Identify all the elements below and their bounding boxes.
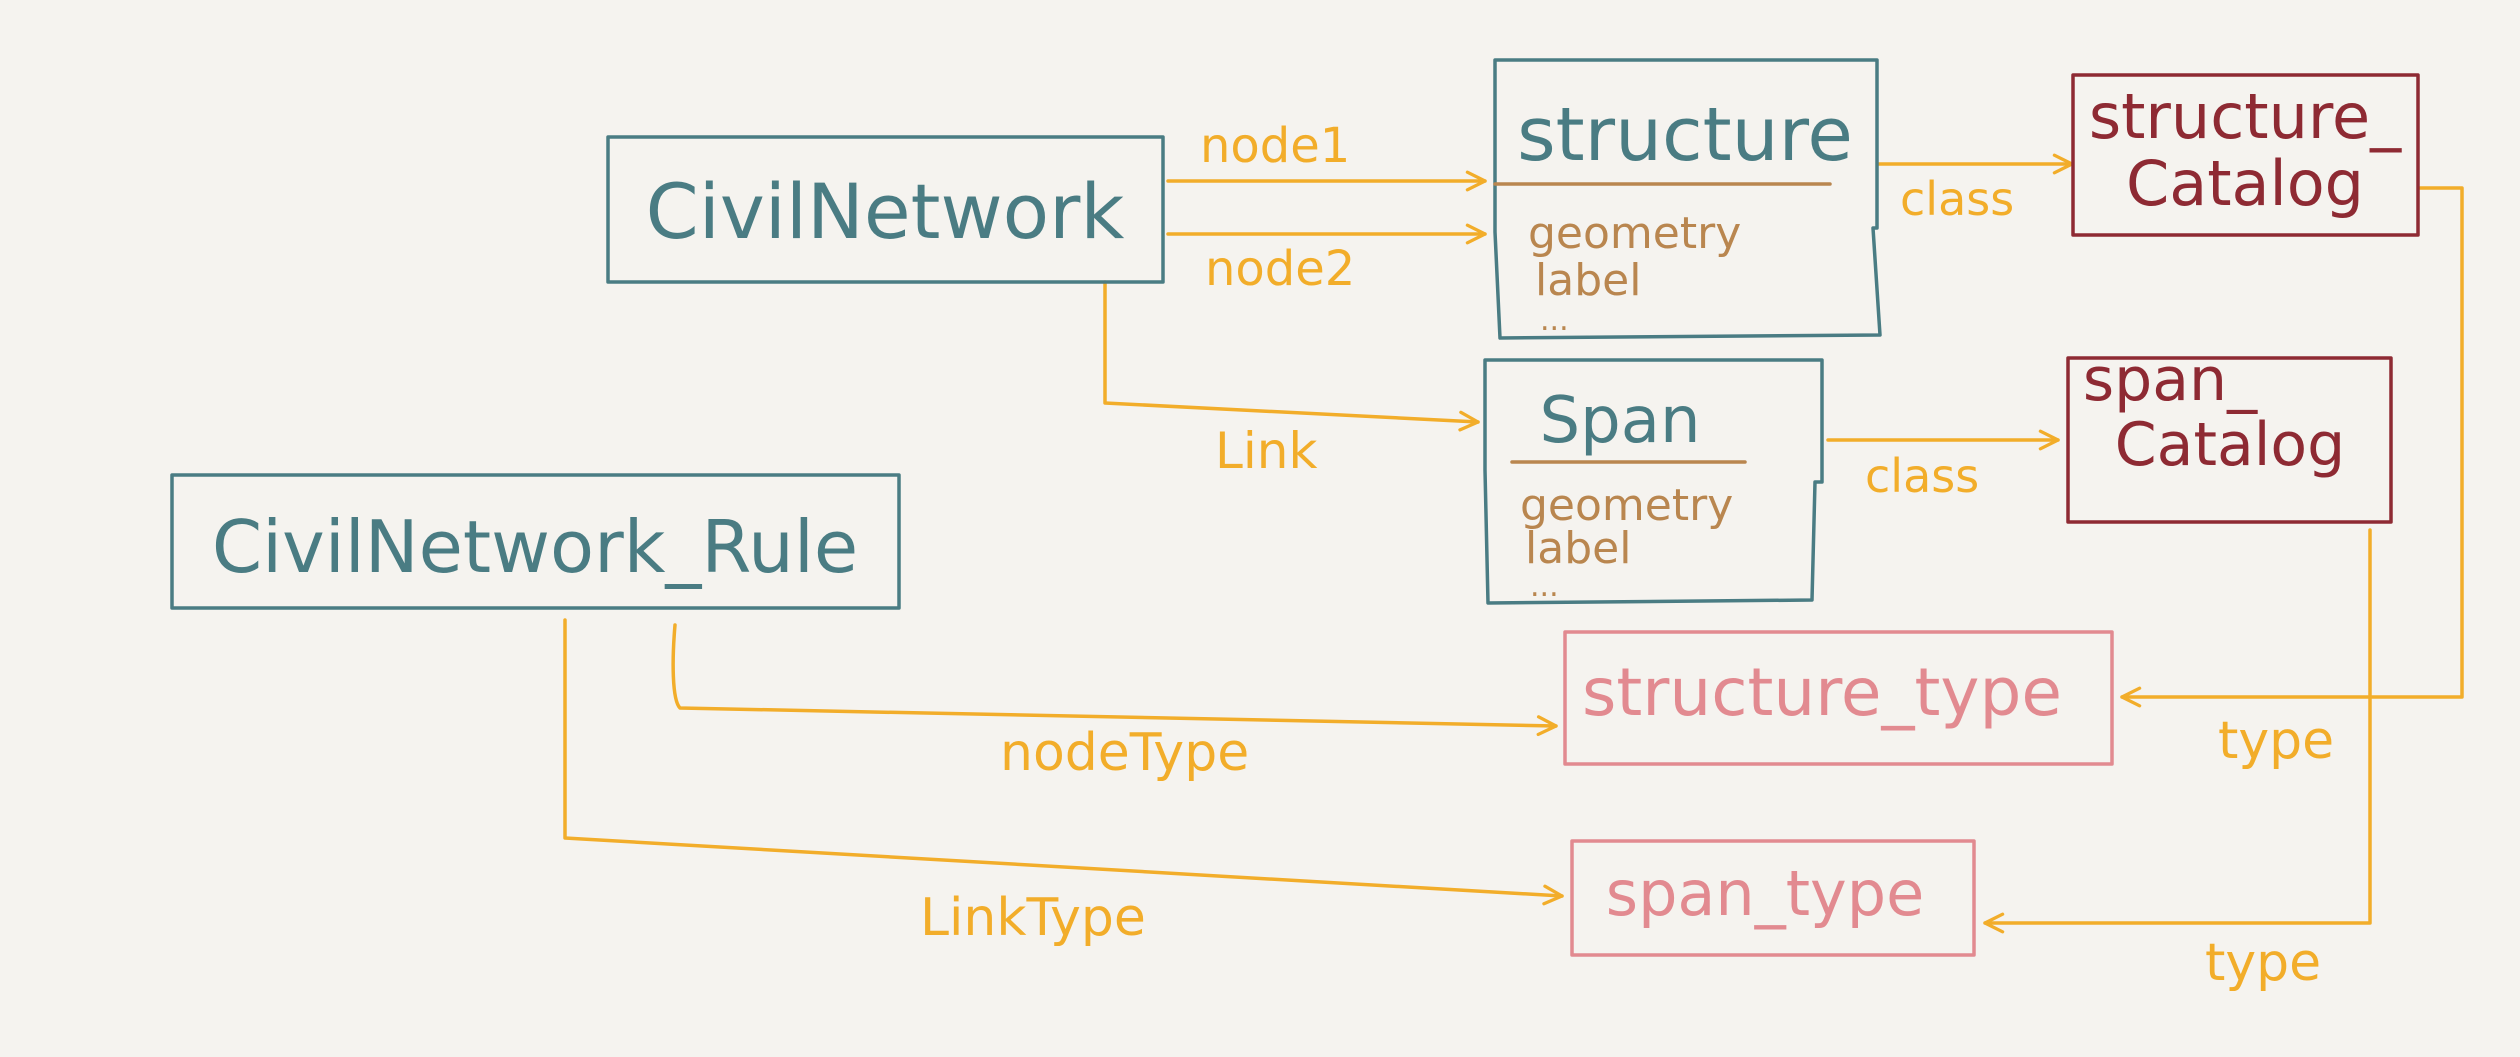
edge-label-node-type: nodeType <box>1000 723 1249 783</box>
structure-type-box[interactable] <box>1563 630 2114 766</box>
edge-label-span-type: type <box>2205 933 2321 993</box>
structure-catalog-line1: structure_ <box>2089 80 2402 153</box>
span-field-geometry: geometry <box>1520 480 1733 531</box>
edge-link-type <box>563 618 1564 906</box>
edge-link <box>1103 280 1480 432</box>
structure-title: structure <box>1517 92 1853 178</box>
edge-node-type <box>671 623 1558 737</box>
structure-field-more: ... <box>1540 303 1569 338</box>
span-catalog-line2: Catalog <box>2115 410 2345 480</box>
span-catalog-line1: span_ <box>2083 345 2258 415</box>
span-title: Span <box>1539 384 1700 458</box>
span-type-title: span_type <box>1606 857 1924 930</box>
structure-field-geometry: geometry <box>1528 208 1741 259</box>
structure-catalog-box[interactable] <box>2071 73 2420 237</box>
structure-type-title: structure_type <box>1582 654 2062 731</box>
span-field-more: ... <box>1530 569 1559 604</box>
edge-label-structure-type: type <box>2218 711 2334 771</box>
span-field-label: label <box>1525 523 1631 574</box>
edge-structure-type <box>2120 186 2464 708</box>
civil-network-rule-title: CivilNetwork_Rule <box>212 505 858 589</box>
edge-label-span-class: class <box>1865 449 1979 503</box>
edge-label-structure-class: class <box>1900 172 2014 226</box>
civil-network-rule-box[interactable] <box>170 473 901 610</box>
edge-label-node2: node2 <box>1205 241 1355 297</box>
edge-label-node1: node1 <box>1200 118 1350 174</box>
span-catalog-box[interactable] <box>2066 356 2393 524</box>
structure-catalog-line2: Catalog <box>2126 147 2364 220</box>
edge-label-link: Link <box>1215 422 1317 480</box>
structure-box[interactable] <box>1493 58 1882 340</box>
civil-network-box[interactable] <box>606 135 1165 284</box>
edge-span-type <box>1983 528 2372 934</box>
span-type-box[interactable] <box>1570 839 1976 957</box>
span-box[interactable] <box>1483 358 1824 605</box>
edge-label-link-type: LinkType <box>920 888 1146 948</box>
civil-network-title: CivilNetwork <box>646 167 1125 256</box>
structure-field-label: label <box>1535 255 1641 306</box>
